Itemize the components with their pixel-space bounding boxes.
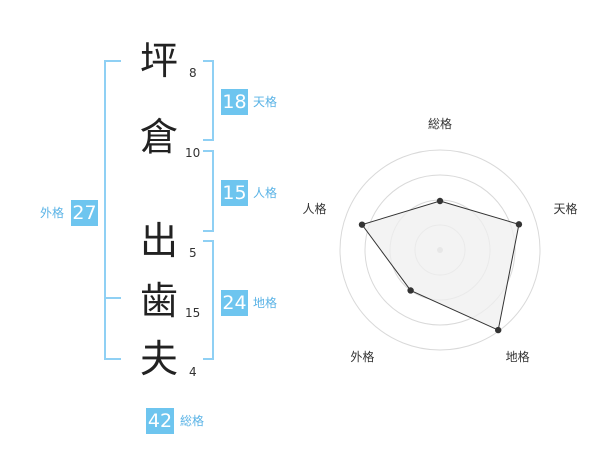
radar-data-polygon [361, 200, 520, 331]
radar-point-1 [436, 197, 444, 205]
soukaku-label: 総格 [180, 414, 205, 428]
jinkaku-label: 人格 [253, 186, 278, 200]
radar-grid-ring [339, 149, 541, 351]
radar-point-4 [407, 287, 414, 294]
radar-axis-label-4: 外格 [350, 349, 374, 364]
stroke-count-3: 5 [189, 246, 197, 260]
jinkaku-bracket [203, 150, 214, 232]
tenkaku-bracket [203, 60, 214, 141]
stroke-count-1: 8 [189, 66, 197, 80]
radar-axis-label-2: 天格 [554, 201, 578, 216]
soukaku-value: 42 [146, 408, 174, 434]
tenkaku-value: 18 [221, 89, 248, 115]
gaikaku-value: 27 [71, 200, 98, 226]
stroke-count-4: 15 [185, 306, 201, 320]
chikaku-value: 24 [221, 290, 248, 316]
radar-point-2 [515, 221, 523, 228]
gaikaku-label: 外格 [40, 206, 65, 220]
radar-point-3 [494, 326, 502, 334]
radar-axis-label-5: 人格 [302, 201, 326, 216]
chikaku-bracket [203, 240, 214, 360]
name-char-5: 夫 [140, 337, 179, 381]
radar-axis-label-1: 総格 [428, 116, 452, 131]
name-char-3: 出 [140, 219, 179, 263]
chikaku-label: 地格 [253, 296, 278, 310]
gaikaku-bracket [104, 60, 121, 360]
name-char-1: 坪 [140, 39, 179, 83]
radar-axis-label-3: 地格 [506, 349, 530, 364]
stroke-count-2: 10 [185, 146, 201, 160]
radar-point-5 [358, 221, 366, 228]
name-char-4: 歯 [140, 279, 179, 323]
gaikaku-divider [106, 297, 121, 299]
name-char-2: 倉 [140, 115, 179, 159]
radar-grid-ring [364, 174, 516, 326]
stroke-count-5: 4 [189, 365, 197, 379]
tenkaku-label: 天格 [253, 95, 278, 109]
jinkaku-value: 15 [221, 180, 248, 206]
